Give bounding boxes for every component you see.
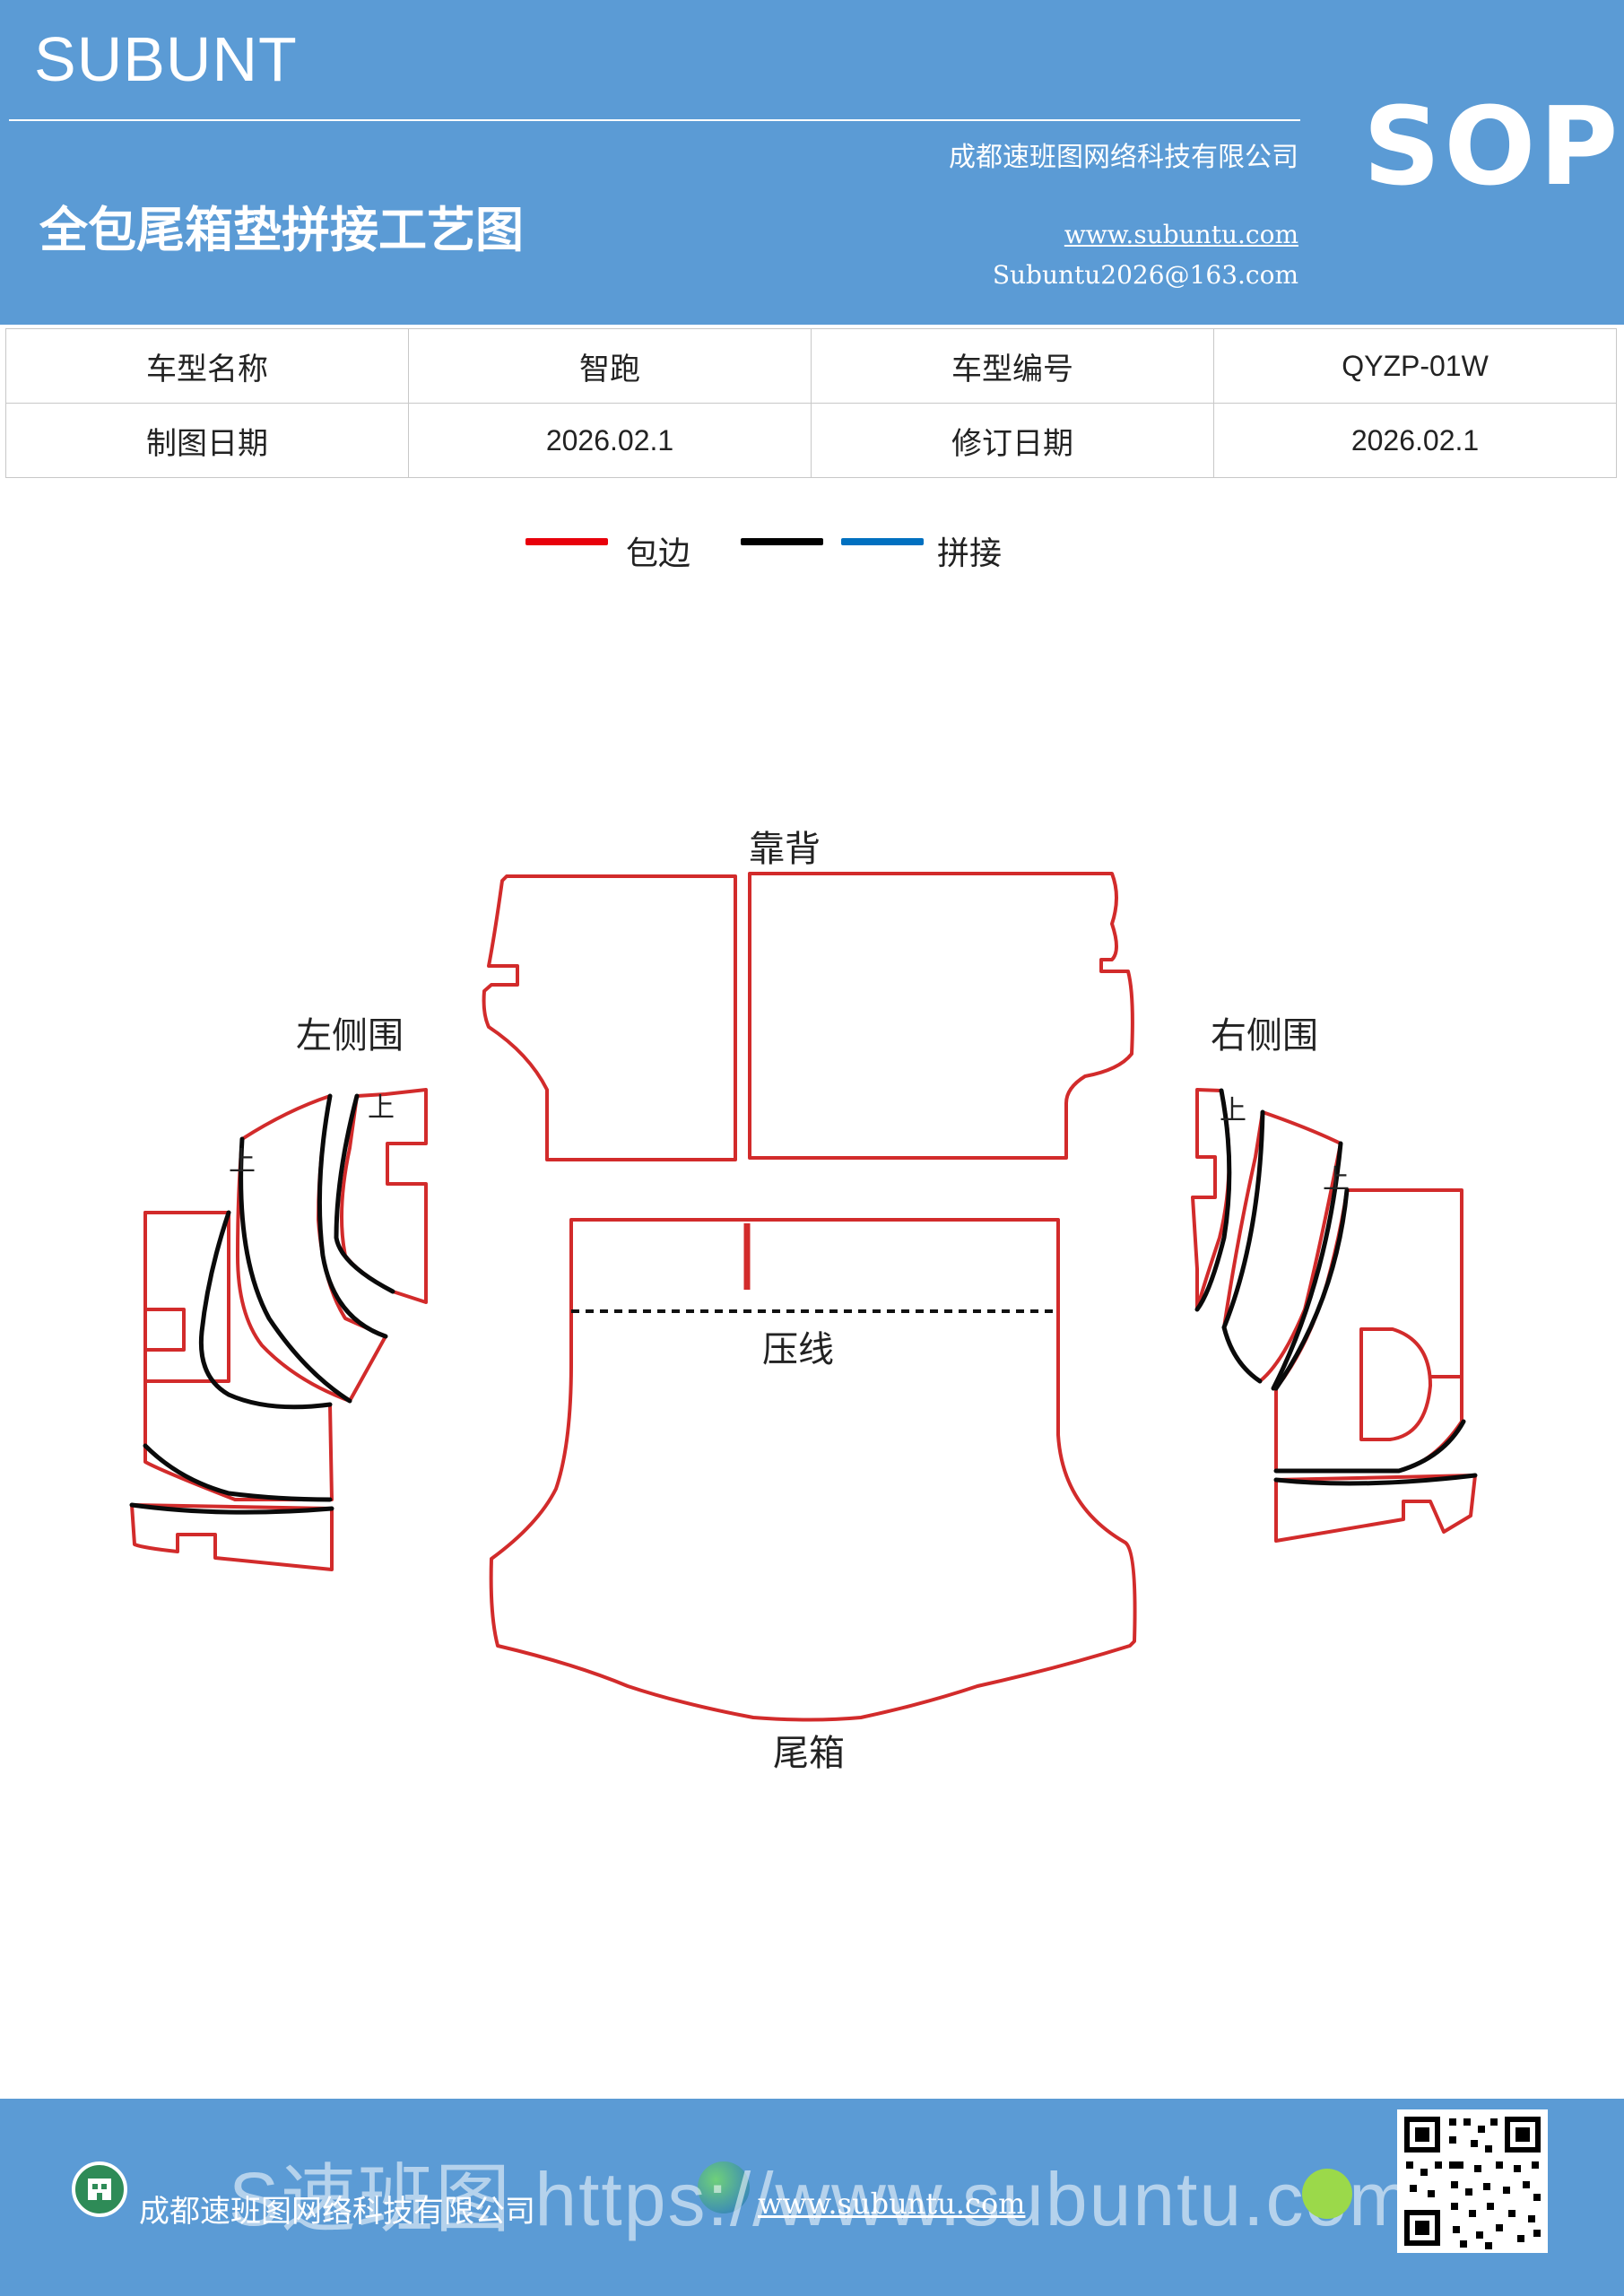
right-seam-2: [1221, 1109, 1265, 1384]
label-backrest: 靠背: [749, 829, 821, 870]
globe-icon: [698, 2161, 750, 2213]
trunk-mat-diagram: 靠背 左侧围 右侧围 压线 尾箱 上 上 上 上: [129, 829, 1478, 1774]
table-cell-value: 2026.02.1: [1213, 403, 1617, 478]
footer-watermark-text: S速班图 https://www.subuntu.com: [229, 2157, 1414, 2241]
table-cell-value: 智跑: [408, 328, 812, 404]
label-trunk: 尾箱: [773, 1733, 845, 1774]
left-side-panel-outer: [143, 1211, 230, 1383]
building-icon: [72, 2161, 127, 2217]
table-row: 制图日期 2026.02.1 修订日期 2026.02.1: [5, 403, 1617, 478]
left-side-top-piece: [236, 1094, 387, 1403]
right-side-d-cutout: [1359, 1327, 1432, 1441]
legend: 包边 拼接: [0, 527, 1624, 572]
left-seam-4: [239, 1136, 352, 1404]
label-left-side: 左侧围: [296, 1015, 404, 1057]
up-mark-left-1: 上: [368, 1092, 395, 1124]
legend-line-seam: [741, 538, 823, 545]
right-seam-1: [1194, 1088, 1232, 1312]
left-seam-5: [317, 1093, 388, 1339]
right-seam-3: [1271, 1141, 1343, 1391]
footer-website-link[interactable]: www.subuntu.com: [758, 2187, 1026, 2221]
label-crease: 压线: [762, 1329, 834, 1370]
up-mark-right-1: 上: [1220, 1095, 1246, 1126]
leaf-icon: [1302, 2169, 1352, 2219]
header-divider: [9, 119, 1300, 121]
left-seam-6: [334, 1093, 395, 1294]
vehicle-info-table: 车型名称 智跑 车型编号 QYZP-01W 制图日期 2026.02.1 修订日…: [5, 328, 1617, 478]
header-band: SUBUNT 全包尾箱垫拼接工艺图 成都速班图网络科技有限公司 www.subu…: [0, 0, 1624, 325]
legend-line-edge: [525, 538, 608, 545]
right-side-bottom-strip: [1274, 1474, 1477, 1543]
legend-label-edge: 包边: [626, 535, 691, 572]
table-row: 车型名称 智跑 车型编号 QYZP-01W: [5, 328, 1617, 404]
document-title: 全包尾箱垫拼接工艺图: [39, 202, 524, 258]
trunk-floor-panel: [489, 1218, 1137, 1722]
label-right-side: 右侧围: [1211, 1015, 1318, 1057]
table-cell-label: 车型编号: [811, 328, 1214, 404]
backrest-left-panel: [482, 874, 737, 1161]
header-website-link[interactable]: www.subuntu.com: [1064, 220, 1298, 249]
sop-badge: SOP: [1363, 85, 1622, 210]
qr-code: [1397, 2109, 1548, 2253]
header-email: Subuntu2026@163.com: [992, 260, 1298, 290]
left-seam-2: [143, 1443, 333, 1502]
brand-logo-text: SUBUNT: [34, 24, 298, 94]
table-cell-label: 制图日期: [5, 403, 409, 478]
backrest-right-panel: [748, 872, 1134, 1160]
footer-band: [0, 2099, 1624, 2296]
legend-line-splice: [841, 538, 924, 545]
left-side-bottom-strip: [130, 1503, 334, 1571]
right-seam-5: [1273, 1419, 1466, 1474]
footer-company-name: 成都速班图网络科技有限公司: [139, 2194, 535, 2230]
table-cell-label: 车型名称: [5, 328, 409, 404]
up-mark-right-2: 上: [1323, 1164, 1350, 1196]
table-cell-value: QYZP-01W: [1213, 328, 1617, 404]
header-company-name: 成都速班图网络科技有限公司: [949, 142, 1298, 173]
legend-label-splice: 拼接: [937, 535, 1003, 572]
table-cell-label: 修订日期: [811, 403, 1214, 478]
up-mark-left-2: 上: [229, 1146, 256, 1178]
right-seam-4: [1273, 1187, 1350, 1391]
left-seam-1: [198, 1210, 333, 1410]
right-seam-6: [1273, 1473, 1478, 1486]
table-cell-value: 2026.02.1: [408, 403, 812, 478]
left-seam-3: [129, 1502, 334, 1515]
